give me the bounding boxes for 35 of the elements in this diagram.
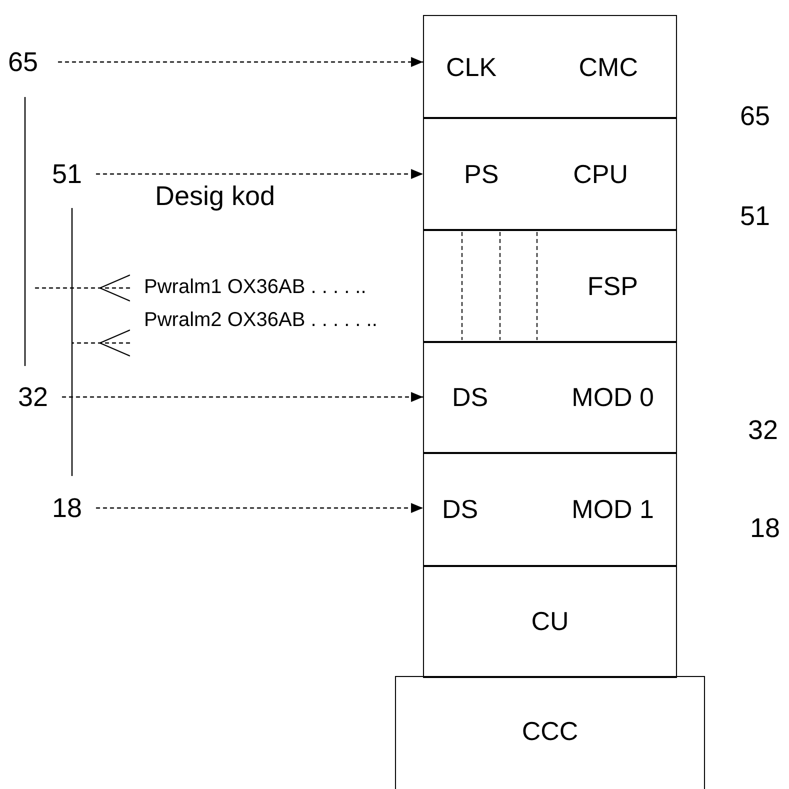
level-number: 51 — [52, 158, 96, 190]
level-number: 65 — [8, 46, 58, 78]
connector — [72, 329, 131, 357]
module-box — [395, 676, 705, 789]
arrow — [62, 392, 423, 402]
module-box — [423, 341, 677, 454]
module-label: MOD 0 — [572, 382, 654, 413]
level-number: 32 — [748, 414, 778, 446]
arrow — [96, 503, 423, 513]
module-label: CLK — [446, 52, 497, 82]
module-label: DS — [452, 382, 488, 413]
module-box — [423, 452, 677, 567]
module-label: MOD 1 — [572, 494, 654, 525]
module-label: DS — [442, 494, 478, 525]
arrow — [96, 169, 423, 179]
connector — [35, 274, 131, 302]
module-label: CU — [531, 606, 569, 637]
level-number: 51 — [740, 200, 770, 232]
module-box — [423, 229, 677, 343]
module-box — [423, 565, 677, 678]
signal-label: Pwralm1 OX36AB . . . . .. — [130, 275, 410, 301]
module-label: FSP — [587, 270, 638, 302]
level-number: 18 — [52, 492, 96, 524]
arrow — [58, 57, 423, 67]
signal-label: Pwralm2 OX36AB . . . . . .. — [130, 308, 430, 334]
level-number: 65 — [740, 100, 770, 132]
level-number: 18 — [750, 512, 780, 544]
annotation-text: Desig kod — [155, 180, 276, 212]
module-label: PS — [464, 158, 499, 190]
module-box — [423, 15, 677, 119]
module-label: CMC — [578, 52, 638, 82]
module-label: CCC — [522, 716, 578, 746]
module-label: CPU — [573, 158, 628, 190]
module-box — [423, 117, 677, 231]
level-number: 32 — [18, 381, 62, 413]
